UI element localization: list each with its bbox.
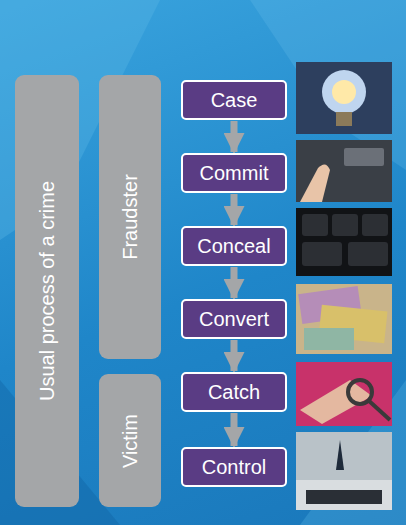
process-box: Catch [181, 372, 287, 412]
step-label: Commit [200, 162, 269, 185]
process-box: Conceal [181, 226, 287, 266]
group-bar: Usual process of a crime [15, 75, 79, 507]
step-label: Catch [208, 381, 260, 404]
stop-road-photo [296, 432, 392, 510]
step-label: Conceal [197, 235, 270, 258]
bar-label: Usual process of a crime [36, 181, 59, 401]
step-label: Case [211, 89, 258, 112]
process-box: Control [181, 447, 287, 487]
process-box: Convert [181, 299, 287, 339]
flow-arrow [231, 340, 238, 371]
bar-label: Fraudster [119, 174, 142, 260]
process-box: Case [181, 80, 287, 120]
hand-enter-photo [296, 140, 392, 202]
step-label: Convert [199, 308, 269, 331]
process-box: Commit [181, 153, 287, 193]
bar-label: Victim [119, 413, 142, 467]
euro-notes-photo [296, 284, 392, 354]
handcuffs-photo [296, 362, 392, 426]
role-bar: Fraudster [99, 75, 161, 359]
step-label: Control [202, 456, 266, 479]
lightbulb-photo [296, 62, 392, 134]
keyboard-delete-photo [296, 208, 392, 276]
flow-arrow [231, 413, 238, 446]
flow-arrow [231, 194, 238, 225]
role-bar: Victim [99, 374, 161, 507]
flow-arrow [231, 121, 238, 152]
flow-arrow [231, 267, 238, 298]
